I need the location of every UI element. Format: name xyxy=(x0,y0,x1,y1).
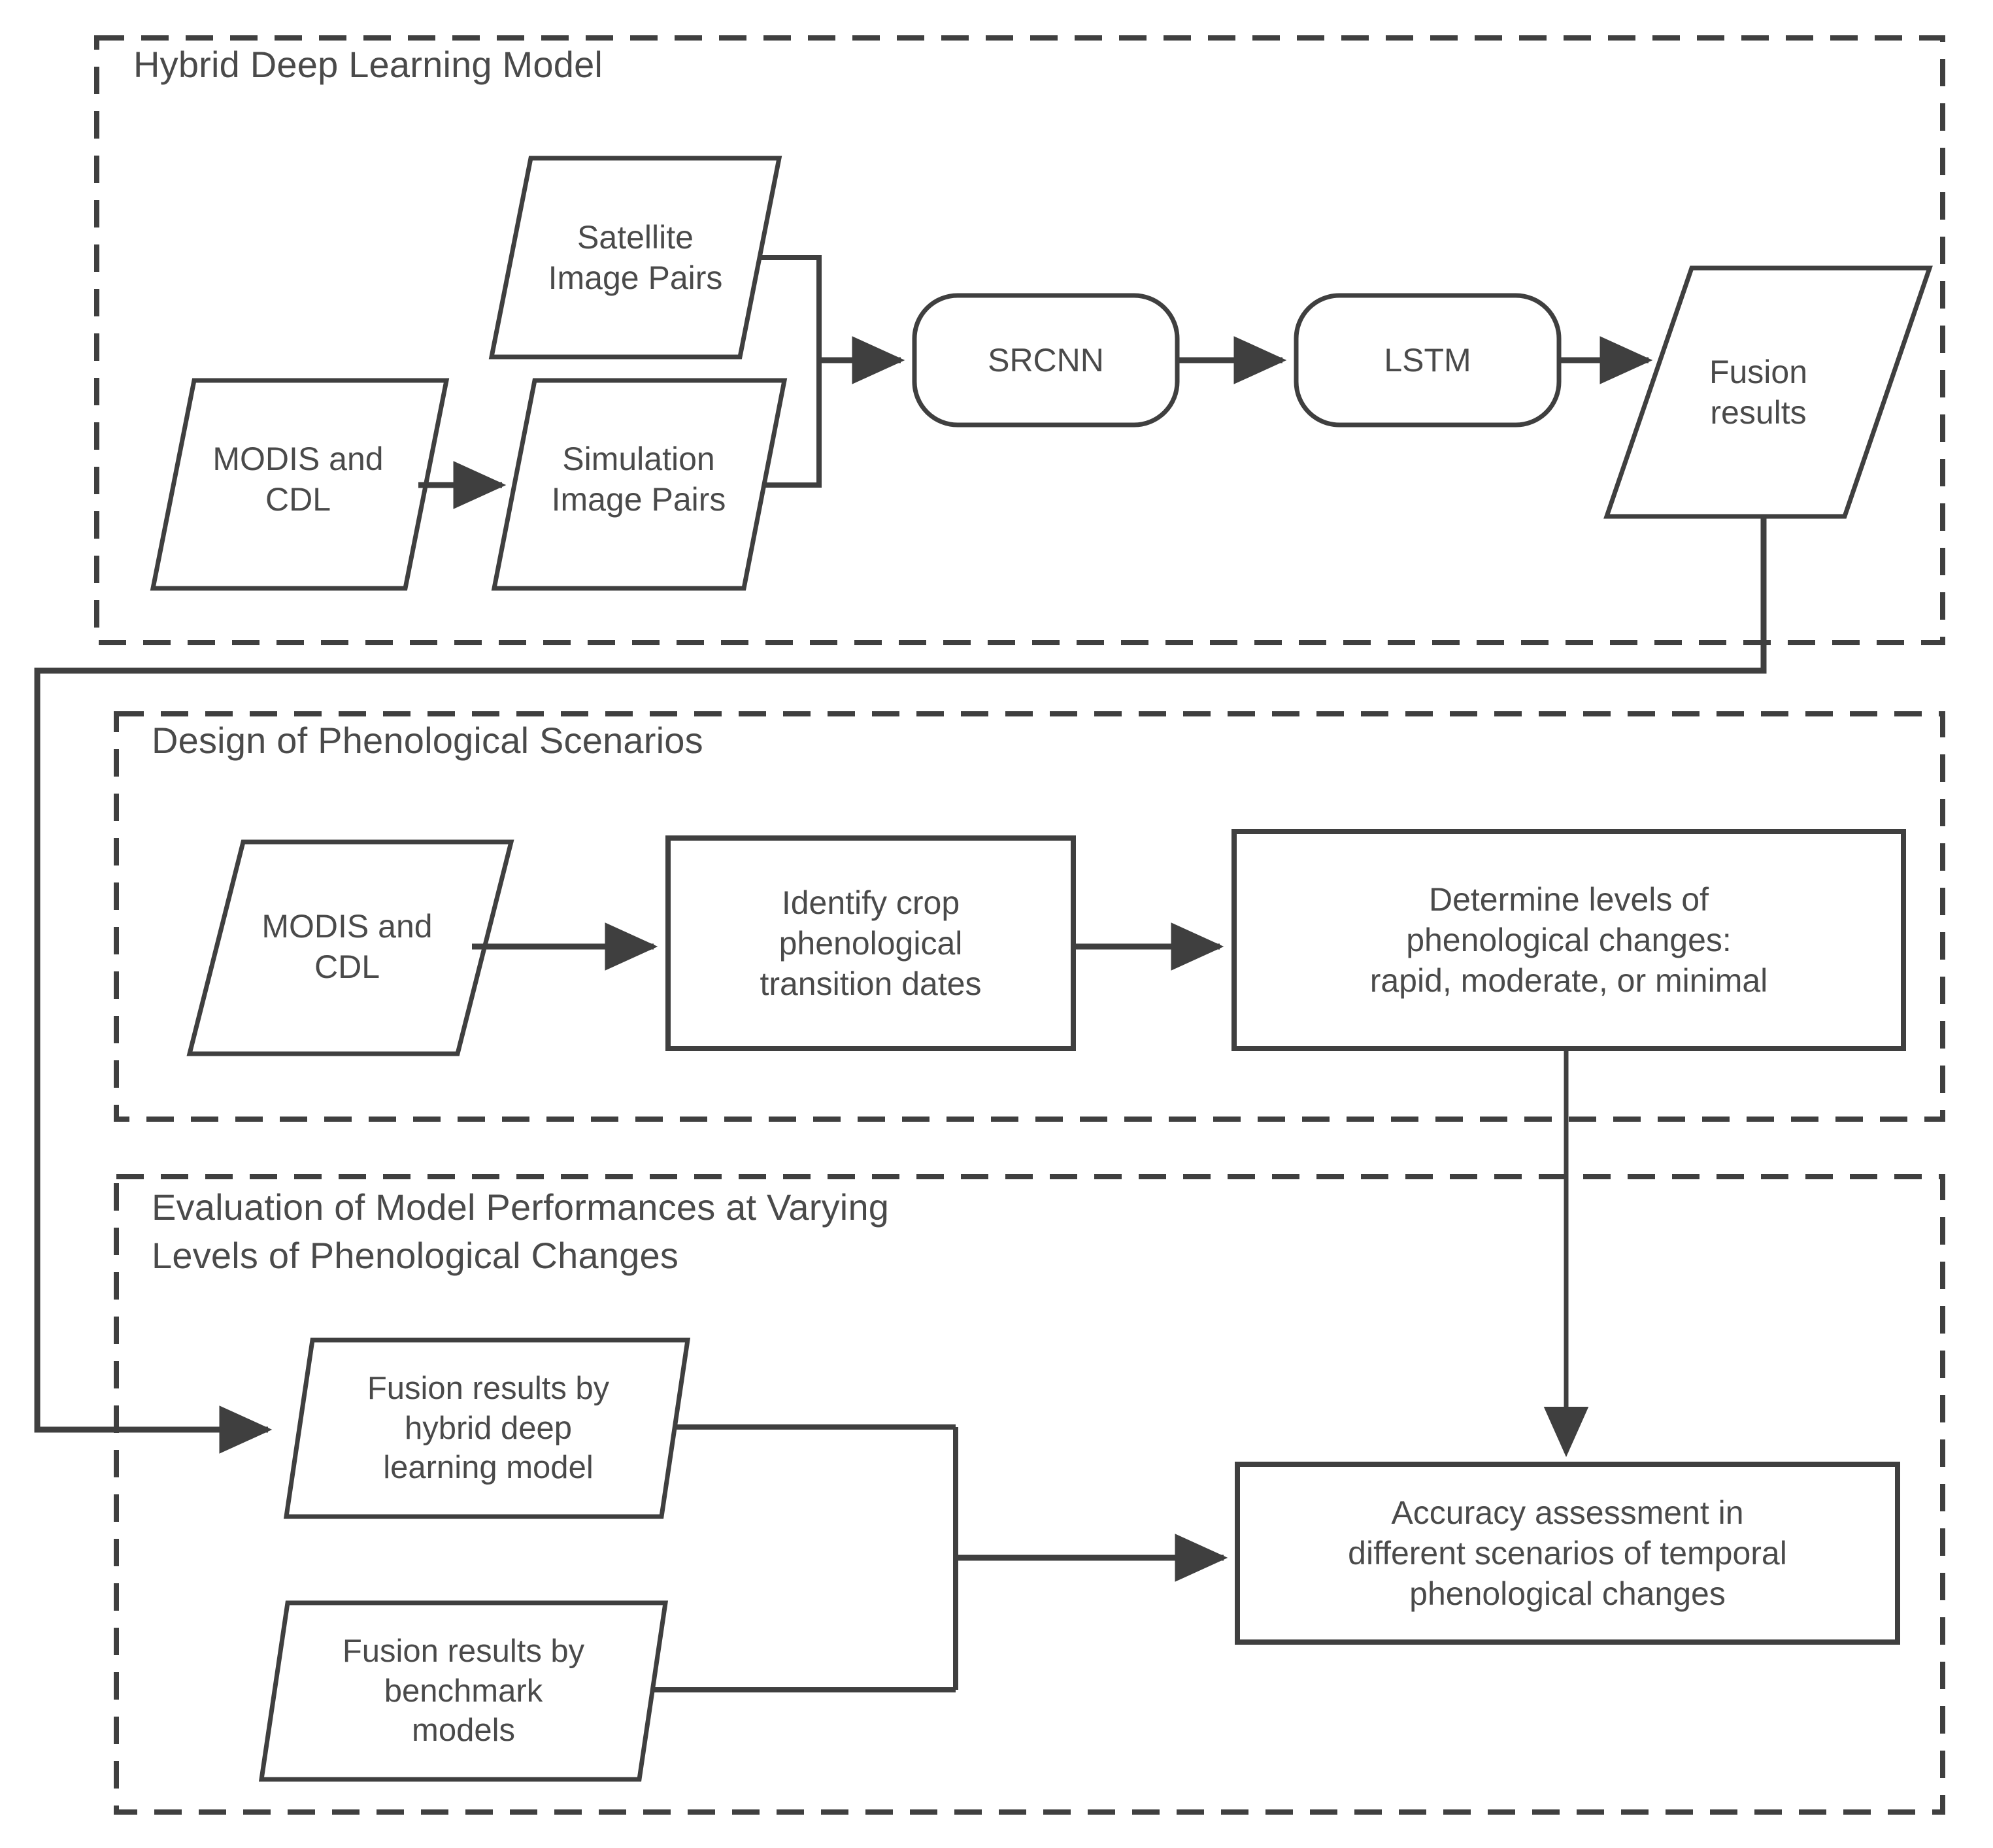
shape-fusion-results-hybrid xyxy=(283,1337,691,1519)
shape-fusion-results xyxy=(1603,265,1933,519)
shape-modis-cdl-top xyxy=(150,378,450,591)
connector-fusion-to-evaluation xyxy=(34,516,1767,1454)
shape-accuracy-assessment xyxy=(1235,1462,1900,1645)
connector-simulation-to-junction xyxy=(764,360,822,488)
shape-srcnn xyxy=(912,293,1180,428)
shape-determine-levels xyxy=(1231,829,1906,1051)
shape-modis-cdl-mid xyxy=(186,839,514,1056)
panel-title-evaluation-of-model-performances: Evaluation of Model Performances at Vary… xyxy=(152,1186,890,1276)
panel-scenarios-border xyxy=(114,711,1945,1122)
panel-title-design-of-phenological-scenarios: Design of Phenological Scenarios xyxy=(152,720,703,761)
panel-hybrid-border xyxy=(94,35,1945,645)
shape-simulation-image-pairs xyxy=(491,378,788,591)
shape-identify-transition-dates xyxy=(665,835,1076,1051)
shape-satellite-image-pairs xyxy=(488,156,782,360)
panel-evaluation-border xyxy=(114,1174,1945,1815)
shape-lstm xyxy=(1294,293,1562,428)
panel-title-hybrid-deep-learning-model: Hybrid Deep Learning Model xyxy=(133,44,603,85)
shape-fusion-results-benchmark xyxy=(258,1600,669,1782)
connector-satellite-to-junction xyxy=(760,255,822,360)
